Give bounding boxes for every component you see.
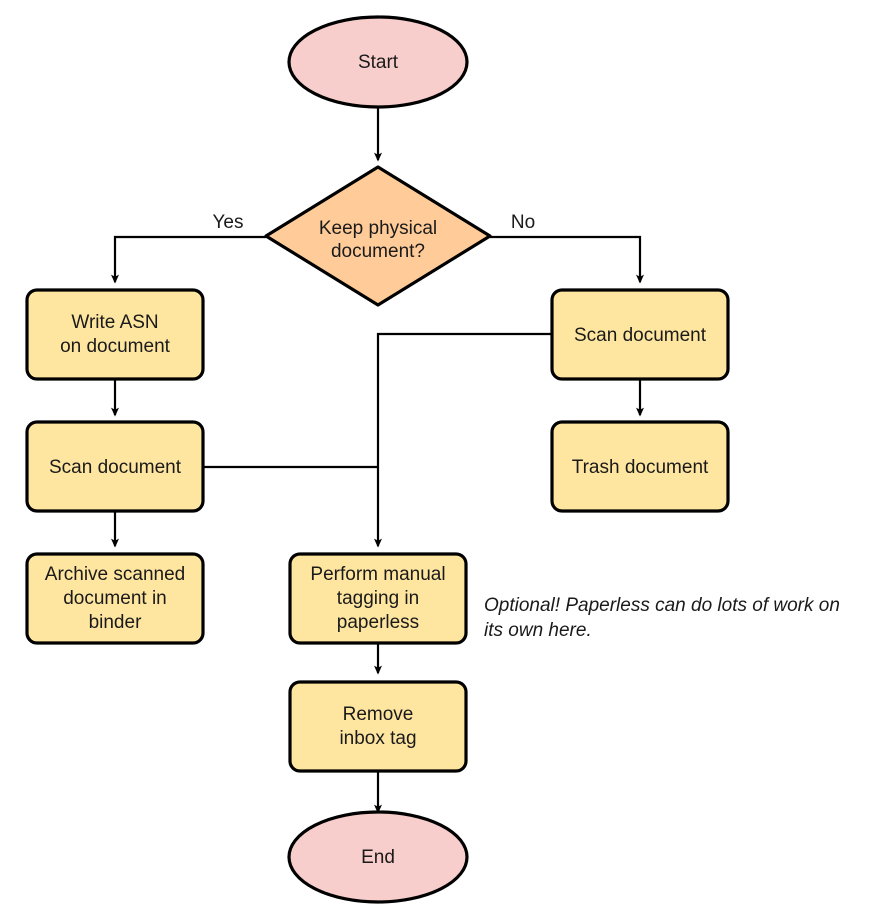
tagging-label-line3: paperless — [337, 612, 419, 633]
trash-box[interactable] — [550, 420, 730, 513]
edge-scan-right-to-tagging — [374, 332, 552, 548]
tagging-label-line2: tagging in — [337, 588, 419, 609]
tagging-box[interactable] — [288, 552, 468, 645]
trash-label: Trash document — [572, 457, 709, 478]
node-start[interactable]: Start — [287, 15, 469, 109]
scan-right-label: Scan document — [574, 325, 707, 346]
archive-box[interactable] — [25, 552, 205, 645]
annotation-line2: its own here. — [484, 620, 592, 641]
node-scan-document-left[interactable]: Scan document — [25, 420, 205, 513]
start-ellipse[interactable] — [287, 15, 469, 109]
write-asn-label-line1: Write ASN — [71, 312, 158, 333]
decision-label-line1: Keep physical — [319, 218, 437, 239]
scan-left-label: Scan document — [49, 457, 182, 478]
end-label: End — [361, 847, 395, 868]
node-remove-inbox-tag[interactable]: Remove inbox tag — [288, 680, 468, 773]
remove-inbox-box[interactable] — [288, 680, 468, 773]
scan-right-box[interactable] — [550, 288, 730, 381]
start-label: Start — [358, 52, 399, 73]
node-decision-keep-physical-document[interactable]: Keep physical document? — [264, 165, 492, 307]
annotation-line1: Optional! Paperless can do lots of work … — [484, 595, 840, 616]
decision-label-line2: document? — [331, 241, 425, 262]
scan-left-box[interactable] — [25, 420, 205, 513]
remove-inbox-label-line1: Remove — [343, 704, 414, 725]
annotation-optional-note: Optional! Paperless can do lots of work … — [484, 595, 840, 641]
archive-label-line2: document in — [63, 588, 167, 609]
node-write-asn[interactable]: Write ASN on document — [25, 288, 205, 381]
edge-label-no: No — [511, 212, 535, 233]
tagging-label-line1: Perform manual — [310, 564, 445, 585]
remove-inbox-label-line2: inbox tag — [339, 728, 416, 749]
node-archive-scanned-document[interactable]: Archive scanned document in binder — [25, 552, 205, 645]
write-asn-label-line2: on document — [60, 336, 171, 357]
end-ellipse[interactable] — [287, 810, 469, 904]
edge-label-yes: Yes — [213, 212, 244, 233]
archive-label-line3: binder — [89, 612, 142, 633]
edge-decision-no-to-scan-right — [490, 235, 644, 284]
edge-label-layer: Yes No — [213, 212, 536, 233]
node-end[interactable]: End — [287, 810, 469, 904]
archive-label-line1: Archive scanned — [45, 564, 185, 585]
write-asn-box[interactable] — [25, 288, 205, 381]
node-perform-manual-tagging[interactable]: Perform manual tagging in paperless — [288, 552, 468, 645]
edge-layer — [111, 103, 644, 814]
decision-diamond[interactable] — [264, 165, 492, 307]
node-scan-document-right[interactable]: Scan document — [550, 288, 730, 381]
node-trash-document[interactable]: Trash document — [550, 420, 730, 513]
edge-decision-yes-to-write-asn — [111, 235, 266, 284]
